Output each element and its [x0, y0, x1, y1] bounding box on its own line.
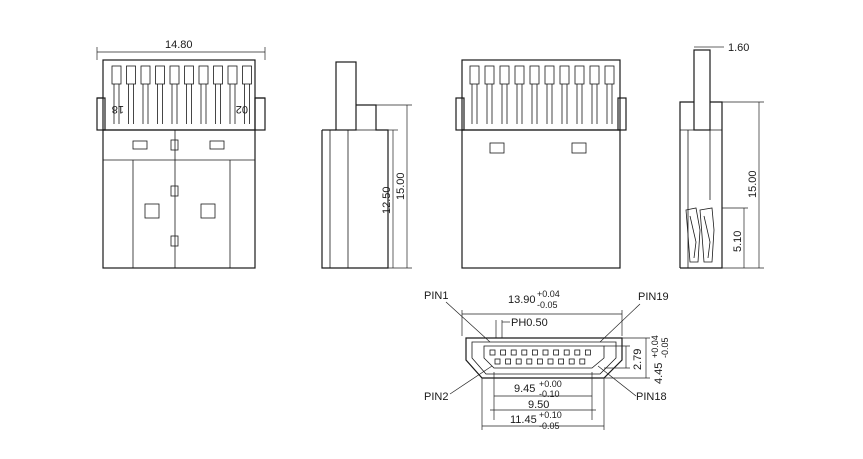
dim-pitch: PH0.50	[511, 317, 548, 329]
pin-slot	[469, 65, 480, 85]
pin-lead	[142, 84, 149, 124]
pin-lead	[128, 84, 134, 124]
pin-contact	[521, 349, 528, 356]
pin-lead	[229, 84, 236, 124]
pin-slot	[499, 65, 510, 85]
label-pin18: PIN18	[636, 391, 667, 403]
pinout-view: 13.90 +0.04 -0.05 PH0.50 2.79 4.45 +0.04…	[424, 289, 670, 431]
dim-side-inner: 12.50	[381, 186, 393, 214]
pin-slot	[140, 65, 151, 85]
front-view: 14.80 18 02	[96, 39, 266, 269]
dim-945: 9.45	[514, 383, 535, 395]
side-view: 12.50 15.00	[321, 61, 412, 269]
pin-slot	[213, 65, 223, 85]
dim-height-tol-minus: -0.05	[660, 337, 670, 358]
dim-1145: 11.45	[510, 414, 537, 426]
pin-slot	[198, 65, 209, 85]
dim-1145-plus: +0.10	[539, 410, 562, 420]
pin-lead	[200, 84, 207, 124]
pin-contact	[500, 349, 507, 356]
pin-contact	[574, 349, 581, 356]
dim-backside-lower: 5.10	[732, 231, 744, 252]
pin-slot	[604, 65, 615, 85]
pin-lead	[186, 84, 192, 124]
back-view	[455, 59, 627, 269]
pin-contact	[532, 349, 538, 356]
dim-front-width: 14.80	[165, 39, 193, 51]
pin-lead	[486, 84, 493, 124]
pin-lead	[561, 84, 568, 124]
dim-backside-total: 15.00	[747, 170, 759, 198]
pin-slot	[126, 65, 136, 85]
pin-slot	[574, 65, 585, 85]
label-pin1: PIN1	[424, 290, 448, 302]
dim-side-total: 15.00	[395, 172, 407, 200]
pin-slot	[111, 65, 122, 85]
pin-slot	[529, 65, 540, 85]
dim-top-width: 13.90	[508, 294, 536, 306]
dim-945-minus: -0.10	[539, 389, 560, 399]
dim-950: 9.50	[528, 399, 549, 411]
dim-height-outer: 4.45	[653, 363, 665, 384]
pin-lead	[576, 84, 583, 124]
pin-contact	[579, 358, 586, 365]
pin-lead	[606, 84, 613, 124]
dim-top-tol-plus: +0.04	[537, 289, 560, 299]
front-pin-slots	[111, 65, 252, 124]
pin-slot	[559, 65, 570, 85]
pin-slot	[227, 65, 238, 85]
pin-contact	[547, 358, 554, 365]
pin-contact	[489, 349, 496, 356]
pin-lead	[501, 84, 508, 124]
pin-contact	[568, 358, 575, 365]
dim-height-tol-plus: +0.04	[650, 335, 660, 358]
pin-lead	[244, 84, 250, 124]
pin-contact	[585, 349, 591, 356]
back-side-view: 1.60 15.00 5.10	[679, 42, 764, 269]
label-pin2: PIN2	[424, 391, 448, 403]
pin-contact	[537, 358, 543, 365]
pin-lead	[546, 84, 553, 124]
pin-lead	[591, 84, 598, 124]
dim-1145-minus: -0.05	[539, 421, 560, 431]
pin-contact	[553, 349, 559, 356]
pin-lead	[113, 84, 120, 124]
pin-contact	[558, 358, 564, 365]
pin-slot	[484, 65, 495, 85]
pin-slot	[155, 65, 165, 85]
pin-lead	[157, 84, 163, 124]
front-label-right: 02	[236, 103, 248, 115]
front-label-left: 18	[112, 103, 124, 115]
pin-contact	[510, 349, 517, 356]
pin-contact	[494, 358, 501, 365]
pin-lead	[516, 84, 523, 124]
back-pin-slots	[469, 65, 615, 124]
pin-slot	[514, 65, 525, 85]
pinout-pins	[489, 349, 591, 365]
pin-contact	[526, 358, 533, 365]
pin-lead	[215, 84, 221, 124]
pin-lead	[171, 84, 178, 124]
pin-lead	[471, 84, 478, 124]
pin-contact	[542, 349, 549, 356]
pin-lead	[531, 84, 538, 124]
dim-thickness: 1.60	[728, 42, 749, 54]
dim-top-tol-minus: -0.05	[537, 300, 558, 310]
pin-contact	[515, 358, 522, 365]
pin-slot	[169, 65, 180, 85]
pin-slot	[589, 65, 600, 85]
dim-945-plus: +0.00	[539, 379, 562, 389]
pin-slot	[544, 65, 555, 85]
pin-slot	[184, 65, 194, 85]
label-pin19: PIN19	[638, 291, 669, 303]
pin-slot	[242, 65, 252, 85]
pin-contact	[563, 349, 570, 356]
dim-height-inner: 2.79	[632, 349, 644, 370]
pin-contact	[505, 358, 512, 365]
